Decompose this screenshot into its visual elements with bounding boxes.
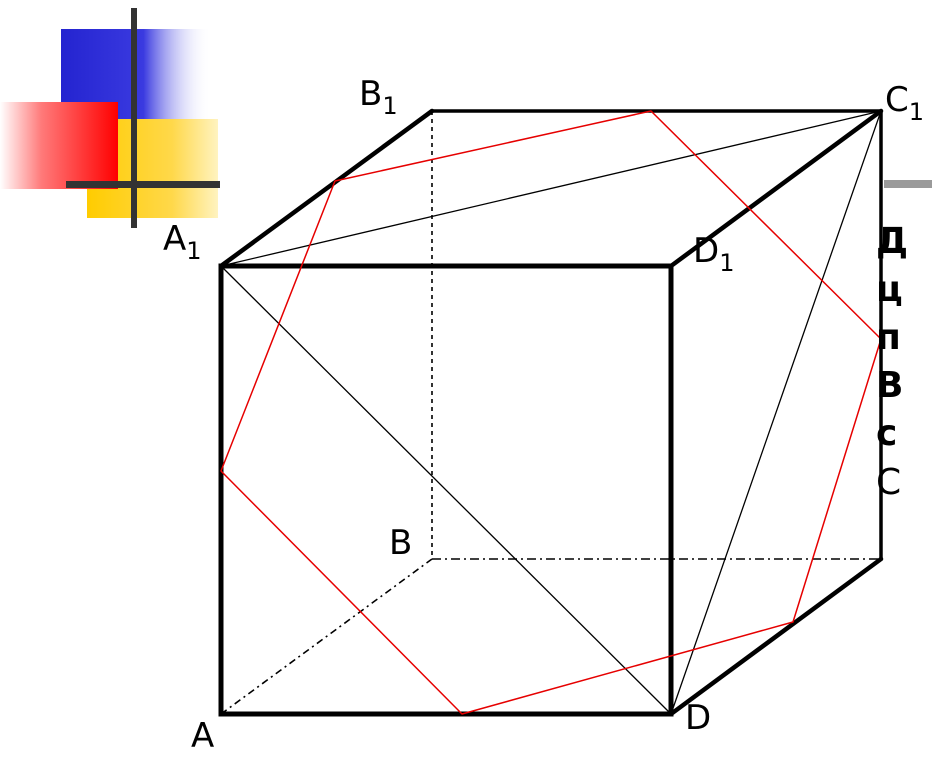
edge-a1-b1 [218, 108, 435, 269]
edge-d1-c1 [668, 108, 884, 269]
vertex-label-a: A [191, 719, 214, 760]
diagonal-a1-c1 [220, 110, 882, 267]
vertex-letter: A [191, 716, 215, 756]
vertex-subscript: 1 [186, 237, 202, 265]
corner-logo-icon [0, 8, 220, 228]
vertex-letter: C [885, 80, 909, 120]
vertex-label-d: D [685, 701, 711, 742]
side-text-line-2: ц [876, 269, 903, 310]
vertex-label-c1: C1 [885, 83, 924, 124]
decor-red-square [0, 102, 118, 189]
edge-d-c [668, 556, 884, 717]
vertex-subscript: 1 [382, 92, 398, 120]
hidden-edge-a-b [220, 558, 433, 715]
diagonal-c1-d [670, 110, 882, 715]
vertex-label-b: B [389, 526, 412, 567]
vertex-subscript: 1 [908, 98, 925, 126]
decor-vertical-bar [131, 8, 137, 228]
diagonal-a1-d [220, 265, 672, 715]
slide-title-rule [884, 180, 932, 188]
side-text-line-5: с [876, 413, 898, 454]
side-text-line-3: п [876, 317, 901, 358]
side-text-cropped: Д ц п В с С [876, 218, 932, 508]
vertex-label-b1: B1 [359, 77, 398, 118]
vertex-letter: B [359, 74, 383, 114]
vertex-label-a1: A1 [163, 222, 202, 263]
vertex-letter: D [685, 698, 712, 738]
vertex-letter: B [389, 523, 413, 563]
side-text-line-4: В [876, 365, 904, 406]
hexagon-section [220, 110, 882, 715]
front-face [218, 263, 674, 717]
side-text-line-1: Д [876, 221, 909, 262]
vertex-label-d1: D1 [693, 234, 734, 275]
vertex-letter: D [693, 231, 720, 271]
vertex-subscript: 1 [719, 249, 735, 277]
vertex-letter: A [163, 219, 187, 259]
decor-horizontal-bar [66, 181, 220, 188]
side-text-line-6: С [876, 462, 902, 503]
